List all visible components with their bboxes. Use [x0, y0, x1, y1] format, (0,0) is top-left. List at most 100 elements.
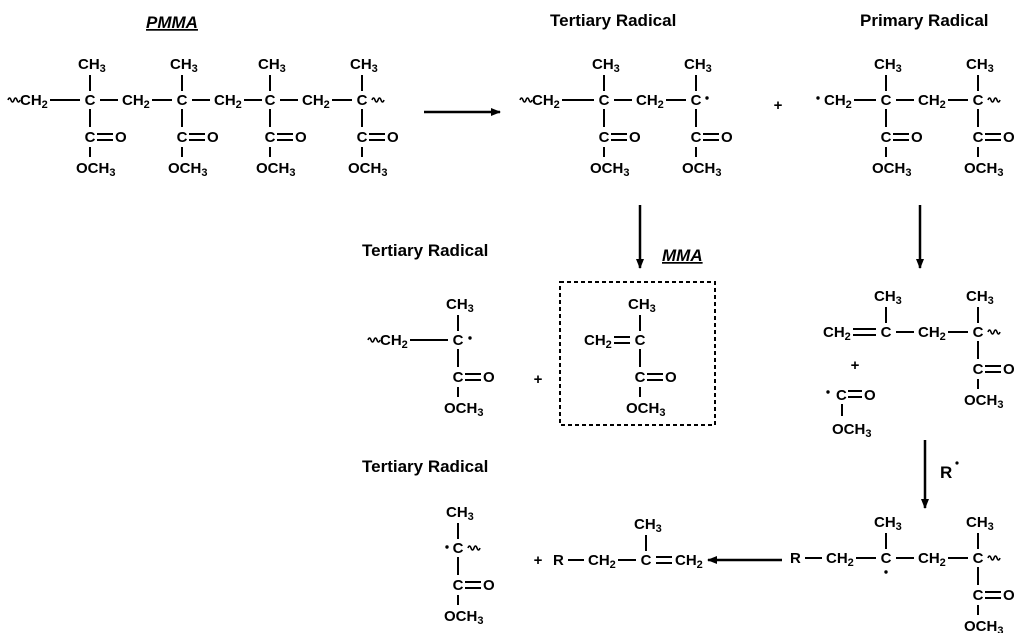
methoxy-group: OCH3: [256, 160, 295, 179]
methyl-group: CH3: [684, 56, 712, 75]
methoxy-group: OCH3: [964, 618, 1003, 633]
polymer-chain-wavy-bond: [367, 337, 381, 343]
carbon-atom: C: [973, 550, 984, 567]
r-group: R: [553, 552, 564, 569]
r-group: R: [790, 550, 801, 567]
methoxy-group: OCH3: [626, 400, 665, 419]
plus-sign: +: [534, 371, 543, 388]
carbonyl-oxygen: O: [864, 387, 876, 404]
radical-dot: [884, 570, 888, 574]
carbon-atom: C: [691, 92, 702, 109]
carbonyl-oxygen: O: [1003, 361, 1015, 378]
carbonyl-oxygen: O: [483, 577, 495, 594]
mma-box: [559, 281, 716, 426]
methyl-group: CH3: [350, 56, 378, 75]
carbonyl-carbon: C: [836, 387, 847, 404]
polymer-chain-wavy-bond: [987, 97, 1001, 103]
carbon-atom: C: [635, 332, 646, 349]
carbonyl-oxygen: O: [387, 129, 399, 146]
carbonyl-carbon: C: [357, 129, 368, 146]
methyl-group: CH3: [592, 56, 620, 75]
carbonyl-oxygen: O: [629, 129, 641, 146]
methylene-group: CH2: [918, 92, 946, 111]
carbonyl-carbon: C: [453, 577, 464, 594]
carbonyl-carbon: C: [691, 129, 702, 146]
polymer-chain-wavy-bond: [519, 97, 533, 103]
carbon-atom: C: [453, 540, 464, 557]
primary-radical-label: Primary Radical: [860, 11, 989, 30]
methylene-group: CH2: [675, 552, 703, 571]
methyl-group: CH3: [628, 296, 656, 315]
carbon-atom: C: [357, 92, 368, 109]
plus-sign: +: [774, 97, 783, 114]
polymer-chain-wavy-bond: [371, 97, 385, 103]
methoxy-group: OCH3: [832, 421, 871, 440]
carbonyl-oxygen: O: [207, 129, 219, 146]
carbonyl-carbon: C: [177, 129, 188, 146]
methylene-group: CH2: [584, 332, 612, 351]
methylene-group: CH2: [122, 92, 150, 111]
carbonyl-carbon: C: [973, 129, 984, 146]
carbon-atom: C: [881, 92, 892, 109]
methylene-group: CH2: [302, 92, 330, 111]
carbonyl-oxygen: O: [295, 129, 307, 146]
carbonyl-carbon: C: [453, 369, 464, 386]
methyl-group: CH3: [966, 56, 994, 75]
carbon-atom: C: [881, 324, 892, 341]
carbonyl-carbon: C: [599, 129, 610, 146]
methoxy-group: OCH3: [444, 608, 483, 627]
methyl-group: CH3: [966, 514, 994, 533]
methylene-group: CH2: [636, 92, 664, 111]
polymer-chain-wavy-bond: [987, 329, 1001, 335]
methyl-group: CH3: [874, 56, 902, 75]
methylene-group: CH2: [532, 92, 560, 111]
methyl-group: CH3: [966, 288, 994, 307]
methyl-group: CH3: [170, 56, 198, 75]
methoxy-group: OCH3: [348, 160, 387, 179]
tertiary-radical-label: Tertiary Radical: [550, 11, 676, 30]
carbon-atom: C: [973, 92, 984, 109]
carbon-atom: C: [641, 552, 652, 569]
radical-dot: [468, 336, 472, 340]
methylene-group: CH2: [918, 324, 946, 343]
radical-dot: [826, 390, 830, 394]
methylene-group: CH2: [214, 92, 242, 111]
methylene-group: CH2: [588, 552, 616, 571]
radical-reagent-label: R: [940, 463, 952, 482]
methylene-group: CH2: [826, 550, 854, 569]
carbonyl-oxygen: O: [911, 129, 923, 146]
methylene-group: CH2: [824, 92, 852, 111]
methyl-group: CH3: [446, 504, 474, 523]
methyl-group: CH3: [874, 514, 902, 533]
carbon-atom: C: [973, 324, 984, 341]
carbonyl-oxygen: O: [721, 129, 733, 146]
carbonyl-carbon: C: [635, 369, 646, 386]
carbonyl-oxygen: O: [665, 369, 677, 386]
methoxy-group: OCH3: [444, 400, 483, 419]
methoxy-group: OCH3: [590, 160, 629, 179]
tertiary-radical-label-3: Tertiary Radical: [362, 457, 488, 476]
radical-dot: [816, 96, 820, 100]
carbonyl-carbon: C: [973, 587, 984, 604]
methylene-group: CH2: [380, 332, 408, 351]
polymer-chain-wavy-bond: [7, 97, 21, 103]
methyl-group: CH3: [634, 516, 662, 535]
tertiary-radical-label-2: Tertiary Radical: [362, 241, 488, 260]
methoxy-group: OCH3: [76, 160, 115, 179]
radical-dot: [445, 545, 449, 549]
methoxy-group: OCH3: [964, 160, 1003, 179]
methoxy-group: OCH3: [964, 392, 1003, 411]
carbonyl-carbon: C: [85, 129, 96, 146]
mma-label: MMA: [662, 246, 703, 265]
methoxy-group: OCH3: [168, 160, 207, 179]
polymer-chain-wavy-bond: [467, 545, 481, 551]
pmma-label: PMMA: [146, 13, 198, 32]
plus-sign: +: [534, 552, 543, 569]
radical-dot: [955, 461, 959, 465]
methylene-group: CH2: [823, 324, 851, 343]
polymer-chain-wavy-bond: [987, 555, 1001, 561]
carbonyl-oxygen: O: [1003, 129, 1015, 146]
methyl-group: CH3: [258, 56, 286, 75]
